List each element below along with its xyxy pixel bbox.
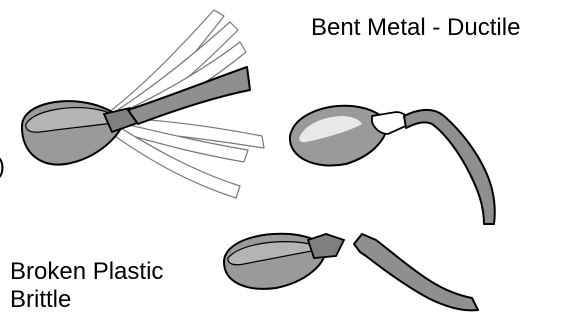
broken-plastic-label-line1: Broken Plastic: [10, 258, 163, 286]
broken-handle-piece: [354, 234, 478, 310]
broken-spoon-stub: [308, 234, 344, 258]
brittle-label-line2: Brittle: [10, 286, 163, 314]
broken-plastic-brittle-label: Broken Plastic Brittle: [10, 258, 163, 313]
bent-spoon-handle: [404, 110, 495, 224]
broken-plastic-spoon: [224, 234, 478, 311]
cropped-parenthesis-text: ): [0, 153, 5, 181]
bent-metal-ductile-label: Bent Metal - Ductile: [311, 14, 520, 42]
bent-metal-spoon: [290, 106, 495, 224]
flexing-spoon: [22, 10, 264, 198]
